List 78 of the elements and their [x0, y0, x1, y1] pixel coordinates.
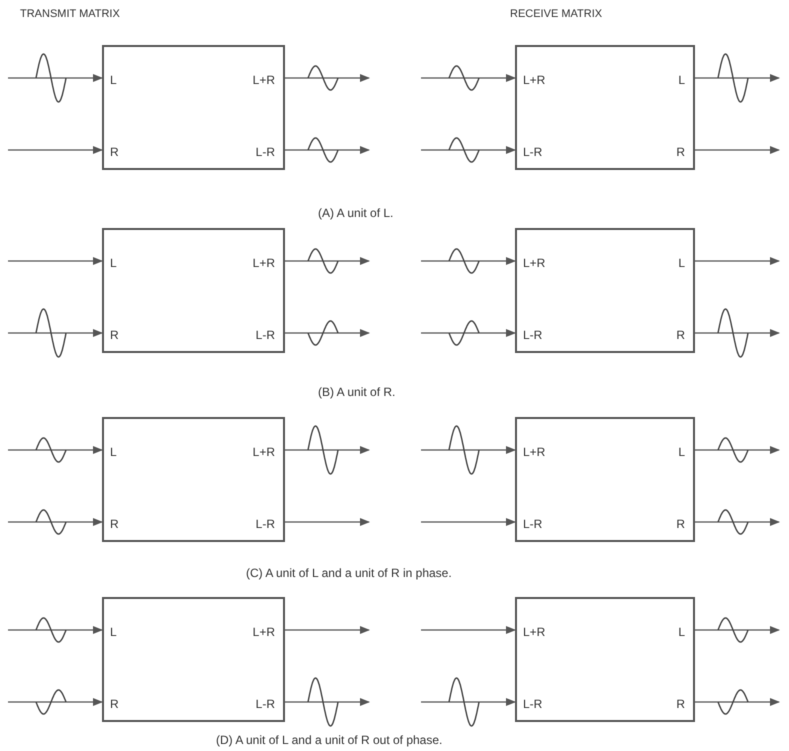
port-label: L-R [523, 517, 542, 531]
port-label: L [110, 73, 117, 87]
arrow [285, 518, 370, 526]
arrow [421, 446, 516, 454]
arrow [421, 329, 516, 337]
port-label: R [110, 697, 119, 711]
port-label: L+R [252, 445, 275, 459]
arrow [695, 329, 780, 337]
arrow [8, 146, 103, 154]
arrow [285, 74, 370, 82]
arrow [421, 257, 516, 265]
port-label: L-R [256, 145, 275, 159]
arrow [421, 74, 516, 82]
port-label: L [110, 625, 117, 639]
matrix-box [102, 417, 285, 542]
port-label: R [676, 145, 685, 159]
port-label: R [676, 697, 685, 711]
matrix-box [515, 45, 695, 170]
matrix-box [515, 228, 695, 353]
matrix-box [102, 597, 285, 722]
arrow [421, 518, 516, 526]
port-label: L-R [256, 517, 275, 531]
port-label: L-R [523, 328, 542, 342]
port-label: R [110, 517, 119, 531]
arrow [695, 257, 780, 265]
port-label: L+R [523, 625, 546, 639]
port-label: L-R [256, 697, 275, 711]
arrow [695, 698, 780, 706]
port-label: L-R [256, 328, 275, 342]
port-label: L+R [252, 625, 275, 639]
port-label: L [110, 256, 117, 270]
panel-caption: (D) A unit of L and a unit of R out of phase. [216, 733, 442, 747]
arrow [695, 626, 780, 634]
port-label: L+R [252, 73, 275, 87]
port-label: L-R [523, 697, 542, 711]
arrow [695, 74, 780, 82]
arrow [421, 698, 516, 706]
arrow [695, 146, 780, 154]
column-heading: TRANSMIT MATRIX [20, 8, 120, 20]
matrix-box [515, 417, 695, 542]
matrix-box [102, 228, 285, 353]
panel-caption: (B) A unit of R. [318, 385, 396, 399]
panel-caption: (A) A unit of L. [318, 206, 394, 220]
panel-caption: (C) A unit of L and a unit of R in phase. [246, 566, 452, 580]
matrix-box [102, 45, 285, 170]
port-label: L [110, 445, 117, 459]
port-label: L-R [523, 145, 542, 159]
arrow [695, 446, 780, 454]
arrow [8, 329, 103, 337]
port-label: R [676, 328, 685, 342]
port-label: L [678, 625, 685, 639]
arrow [285, 329, 370, 337]
column-heading: RECEIVE MATRIX [510, 8, 602, 20]
port-label: L [678, 256, 685, 270]
port-label: R [676, 517, 685, 531]
port-label: R [110, 328, 119, 342]
arrow [8, 518, 103, 526]
arrow [285, 257, 370, 265]
arrow [695, 518, 780, 526]
arrow [8, 257, 103, 265]
arrow [285, 146, 370, 154]
port-label: L [678, 445, 685, 459]
arrow [421, 146, 516, 154]
port-label: L+R [523, 73, 546, 87]
arrow [8, 698, 103, 706]
port-label: L+R [523, 256, 546, 270]
arrow [421, 626, 516, 634]
arrow [285, 446, 370, 454]
arrow [8, 626, 103, 634]
arrow [285, 698, 370, 706]
port-label: L+R [252, 256, 275, 270]
arrow [8, 74, 103, 82]
arrow [285, 626, 370, 634]
port-label: L [678, 73, 685, 87]
arrow [8, 446, 103, 454]
matrix-box [515, 597, 695, 722]
port-label: L+R [523, 445, 546, 459]
port-label: R [110, 145, 119, 159]
